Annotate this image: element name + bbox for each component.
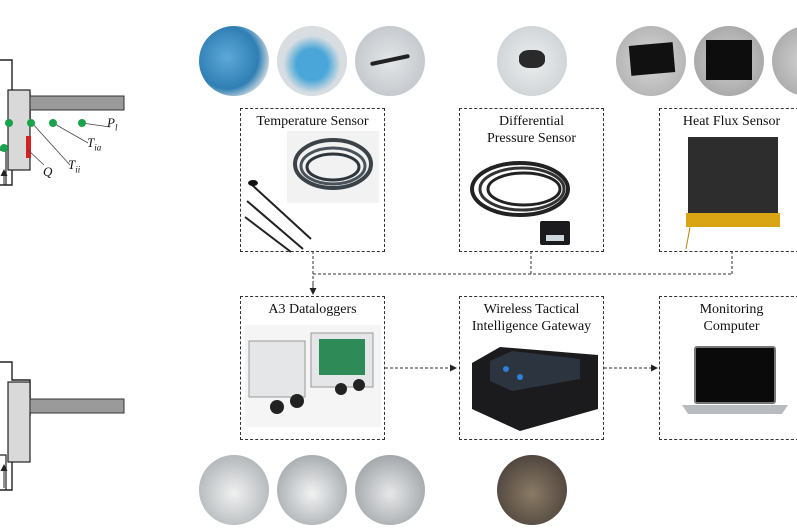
heat-flux-strip <box>26 136 31 158</box>
photo-gateway-install <box>497 455 567 525</box>
sensor-dot <box>78 119 86 127</box>
dataloggers-box <box>240 296 385 440</box>
sensor-dot <box>0 144 8 152</box>
photo-logger-install-3 <box>355 455 425 525</box>
laptop-image <box>682 346 788 414</box>
pressure-label-line2: Pressure Sensor <box>486 131 577 146</box>
temperature-sensor-box <box>240 108 385 253</box>
gateway-label-line1: Wireless Tactical <box>483 302 580 317</box>
computer-label-line2: Computer <box>703 319 760 334</box>
heat-flux-sensor-box <box>659 108 797 252</box>
temperature-probes-image <box>244 131 379 253</box>
photo-flux-install-2 <box>694 26 764 96</box>
photo-pressure-install <box>497 26 567 96</box>
symbol-tii: Tii <box>68 157 81 175</box>
pressure-sensor-box <box>459 108 604 252</box>
photo-temp-install-1 <box>199 26 269 96</box>
sensor-dot <box>27 119 35 127</box>
symbol-tia: Tia <box>87 135 102 153</box>
gateway-label: Wireless Tactical Intelligence Gateway <box>459 301 604 335</box>
sensor-dot <box>49 119 57 127</box>
dataloggers-label: A3 Dataloggers <box>268 302 357 317</box>
connector-lines <box>312 251 733 292</box>
building-section-top <box>0 59 125 186</box>
monitoring-computer-label: Monitoring Computer <box>659 301 797 335</box>
monitoring-computer-box <box>659 296 797 440</box>
pressure-sensor-image <box>470 161 570 245</box>
building-section-bottom <box>0 361 125 491</box>
temperature-sensor-label: Temperature Sensor <box>256 114 369 129</box>
heat-flux-plate-image <box>685 137 780 250</box>
dataloggers-image <box>245 325 381 427</box>
symbol-q: Q <box>43 164 53 179</box>
gateway-box <box>459 296 604 440</box>
heat-flux-sensor-label: Heat Flux Sensor <box>682 114 781 129</box>
photo-temp-install-2 <box>277 26 347 96</box>
photo-flux-install-1 <box>616 26 686 96</box>
computer-label-line1: Monitoring <box>699 302 764 317</box>
pressure-sensor-label: Differential Pressure Sensor <box>459 113 604 147</box>
gateway-label-line2: Intelligence Gateway <box>471 319 592 334</box>
gateway-image <box>472 347 598 431</box>
photo-temp-install-3 <box>355 26 425 96</box>
photo-logger-install-1 <box>199 455 269 525</box>
symbol-p: Pl <box>107 115 118 133</box>
pressure-label-line1: Differential <box>498 114 565 129</box>
photo-logger-install-2 <box>277 455 347 525</box>
sensor-dot <box>5 119 13 127</box>
